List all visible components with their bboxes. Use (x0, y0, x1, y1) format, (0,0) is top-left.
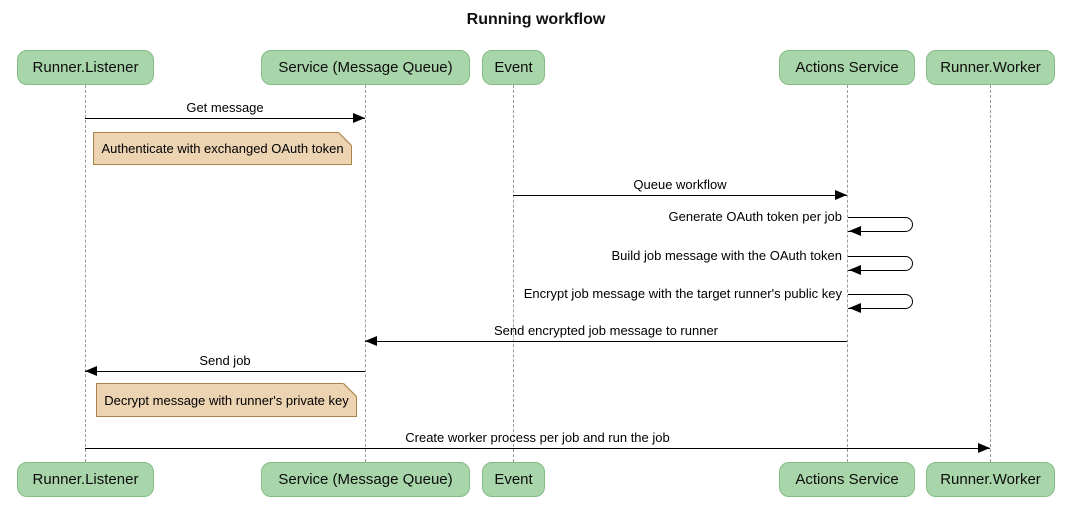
lifeline-runner-worker (990, 85, 991, 462)
lifeline-event (513, 85, 514, 462)
message-label-create-worker-process: Create worker process per job and run th… (405, 430, 670, 445)
self-message-label-build-job-message: Build job message with the OAuth token (611, 248, 842, 263)
arrowhead-icon (978, 443, 990, 453)
note-fold-icon (343, 383, 357, 397)
participant-bottom-event: Event (482, 462, 545, 497)
message-line-send-job (85, 371, 365, 372)
note-text: Decrypt message with runner's private ke… (104, 392, 349, 408)
lifeline-runner-listener (85, 85, 86, 462)
arrowhead-icon (85, 366, 97, 376)
diagram-title: Running workflow (466, 11, 606, 28)
arrowhead-icon (835, 190, 847, 200)
message-label-send-encrypted-job: Send encrypted job message to runner (493, 323, 719, 338)
self-message-loop-generate-oauth-token (848, 217, 913, 232)
self-message-loop-encrypt-job-message (848, 294, 913, 309)
arrowhead-icon (849, 265, 861, 275)
participant-top-service-message-queue: Service (Message Queue) (261, 50, 470, 85)
arrowhead-icon (849, 303, 861, 313)
participant-top-runner-worker: Runner.Worker (926, 50, 1055, 85)
participant-top-actions-service: Actions Service (779, 50, 915, 85)
self-message-label-encrypt-job-message: Encrypt job message with the target runn… (523, 286, 842, 301)
note-fold-icon (338, 132, 352, 146)
message-label-send-job: Send job (199, 353, 251, 368)
participant-bottom-runner-listener: Runner.Listener (17, 462, 154, 497)
lifeline-service-message-queue (365, 85, 366, 462)
participant-bottom-actions-service: Actions Service (779, 462, 915, 497)
participant-top-runner-listener: Runner.Listener (17, 50, 154, 85)
arrowhead-icon (849, 226, 861, 236)
message-line-send-encrypted-job (365, 341, 847, 342)
self-message-loop-build-job-message (848, 256, 913, 271)
participant-bottom-service-message-queue: Service (Message Queue) (261, 462, 470, 497)
participant-top-event: Event (482, 50, 545, 85)
message-line-queue-workflow (513, 195, 847, 196)
message-label-get-message: Get message (186, 100, 264, 115)
lifeline-actions-service (847, 85, 848, 462)
note-text: Authenticate with exchanged OAuth token (101, 141, 344, 156)
self-message-label-generate-oauth-token: Generate OAuth token per job (668, 209, 842, 224)
participant-bottom-runner-worker: Runner.Worker (926, 462, 1055, 497)
note-authenticate-oauth: Authenticate with exchanged OAuth token (93, 132, 352, 165)
message-line-create-worker-process (85, 448, 990, 449)
arrowhead-icon (365, 336, 377, 346)
note-decrypt-message: Decrypt message with runner's private ke… (96, 383, 357, 417)
arrowhead-icon (353, 113, 365, 123)
message-label-queue-workflow: Queue workflow (633, 177, 727, 192)
message-line-get-message (85, 118, 365, 119)
